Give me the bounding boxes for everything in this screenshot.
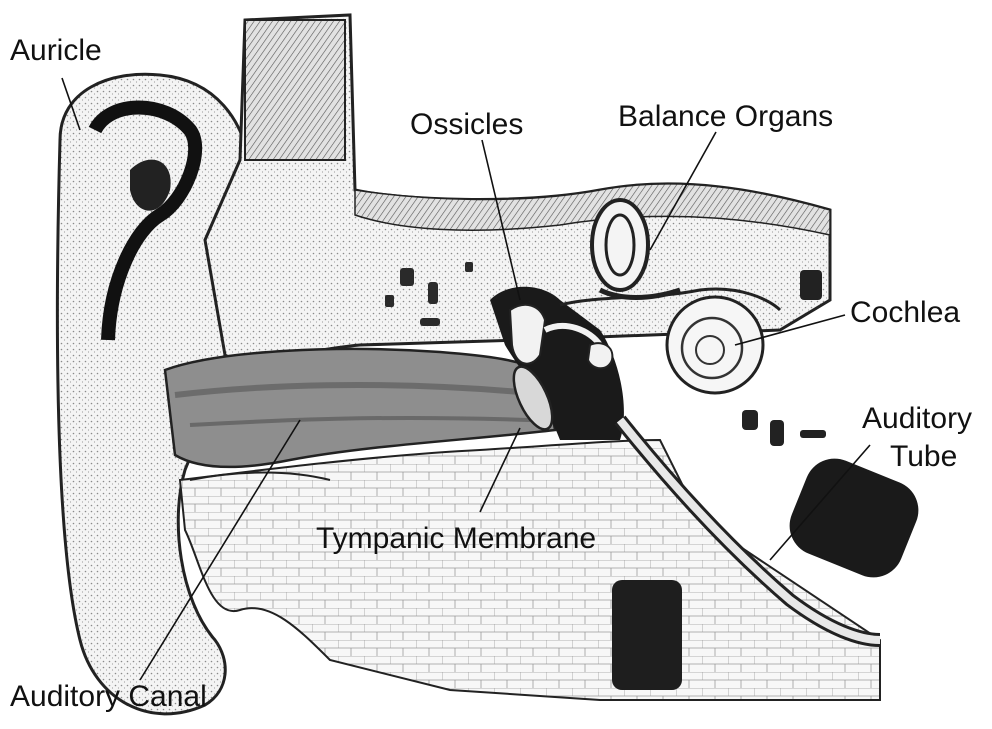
label-auditory-canal: Auditory Canal	[10, 680, 207, 713]
label-balance-organs: Balance Organs	[618, 100, 833, 133]
label-auricle: Auricle	[10, 34, 102, 67]
label-cochlea: Cochlea	[850, 296, 960, 329]
label-tympanic-membrane: Tympanic Membrane	[316, 522, 596, 555]
cochlea-illustration	[667, 297, 763, 393]
dark-tube-cut-bottom	[612, 580, 682, 690]
label-auditory-tube-line2: Tube	[890, 440, 957, 473]
label-auditory-tube-line1: Auditory	[862, 402, 972, 435]
lower-bone-illustration	[180, 440, 880, 700]
label-ossicles: Ossicles	[410, 108, 523, 141]
